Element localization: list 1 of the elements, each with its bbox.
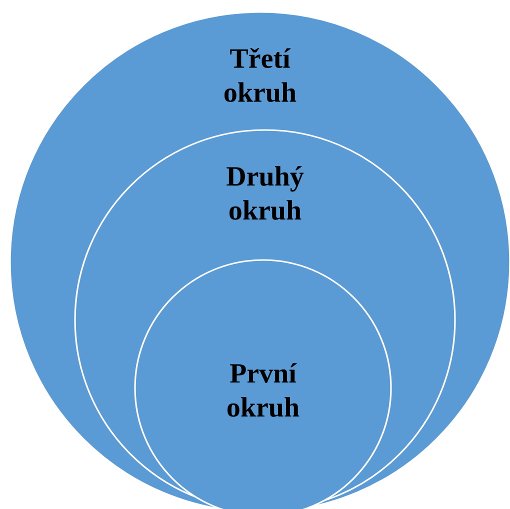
node-label: První okruh	[228, 363, 300, 417]
